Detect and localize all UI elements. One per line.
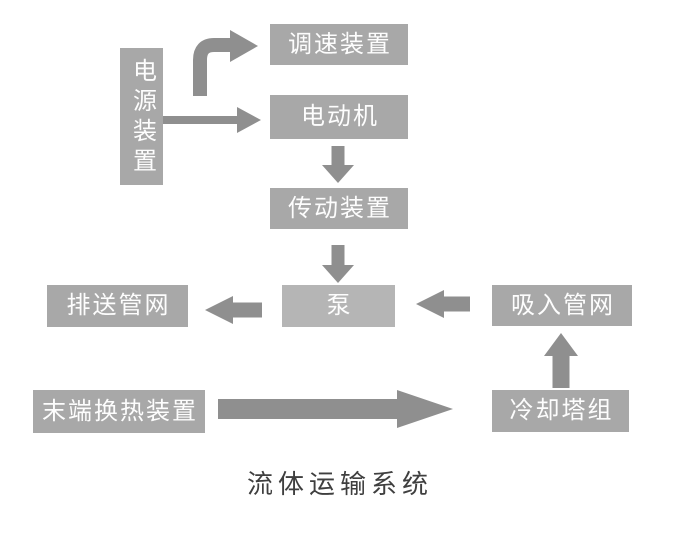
node-terminal-heat-exchanger-label: 末端换热装置 [42, 398, 198, 425]
arrow-power-to-speed-icon [193, 30, 258, 96]
node-cooling-tower: 冷却塔组 [492, 390, 629, 432]
arrow-power-to-motor-icon [162, 107, 261, 133]
node-motor: 电动机 [270, 95, 408, 139]
node-discharge-network: 排送管网 [47, 285, 188, 327]
arrow-cooling-to-suction-icon [544, 333, 578, 388]
node-terminal-heat-exchanger: 末端换热装置 [33, 390, 205, 433]
node-power-supply: 电源装置 [120, 48, 163, 185]
node-pump: 泵 [282, 285, 395, 327]
node-speed-control: 调速装置 [270, 24, 408, 65]
arrow-motor-to-transmission-icon [322, 146, 354, 183]
node-transmission: 传动装置 [270, 188, 408, 229]
node-motor-label: 电动机 [301, 104, 379, 130]
node-suction-network-label: 吸入管网 [511, 292, 615, 319]
node-speed-control-label: 调速装置 [288, 31, 392, 58]
node-power-supply-label: 电源装置 [128, 57, 155, 178]
node-pump-label: 泵 [326, 293, 353, 319]
arrow-pump-to-discharge-icon [205, 296, 262, 324]
diagram-title: 流体运输系统 [246, 470, 433, 499]
arrow-terminal-to-cooling-icon [218, 390, 453, 428]
node-transmission-label: 传动装置 [288, 195, 392, 222]
node-suction-network: 吸入管网 [492, 285, 632, 326]
arrow-suction-to-pump-icon [416, 290, 470, 318]
node-discharge-network-label: 排送管网 [66, 293, 171, 319]
node-cooling-tower-label: 冷却塔组 [509, 398, 614, 424]
arrow-transmission-to-pump-icon [322, 245, 354, 283]
